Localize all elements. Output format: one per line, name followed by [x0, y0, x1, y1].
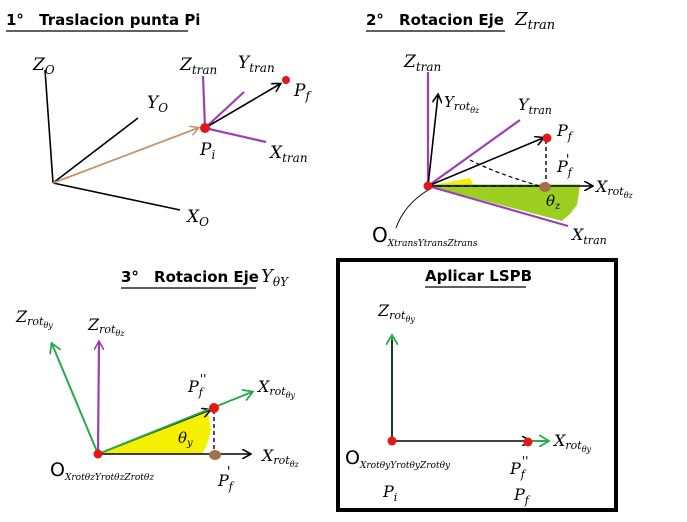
- pf2-label-3: Pf'': [187, 372, 206, 399]
- origin-label-4: OXrotθyYrotθyZrotθy: [345, 447, 451, 471]
- pi-point: [200, 123, 210, 133]
- pf-label: Pf: [293, 81, 312, 103]
- origin-point-3: [93, 449, 103, 459]
- xrot-y-label-3: Xrotθy: [256, 377, 296, 400]
- panel1-title: 1° Traslacion punta Pi: [6, 11, 200, 29]
- pf-label-4: Pf: [513, 485, 531, 507]
- panel-lspb: Aplicar LSPB Zrotθy Xrotθy OXrotθyYrotθy…: [336, 258, 618, 512]
- ytran-label-2: Ytran: [518, 95, 552, 117]
- y0-label: YO: [147, 93, 168, 115]
- xrot-y-axis-3: [97, 392, 252, 455]
- panel-translation: 1° Traslacion punta Pi ZO YO XO Ztran Yt…: [6, 11, 312, 229]
- theta-y-label: θy: [178, 429, 193, 449]
- yrot-z-axis: [427, 95, 438, 187]
- zrot-y-label-3: Zrotθy: [15, 307, 53, 330]
- panel-rotation-z: 2° Rotacion Eje Ztran Ztran Yrotθz Ytran…: [366, 9, 634, 249]
- pf-vector: [204, 84, 280, 129]
- z0-label: ZO: [32, 55, 55, 77]
- translation-vector: [52, 128, 198, 184]
- pf-label-2: Pf: [556, 121, 574, 143]
- origin-label-3: OXrotθzYrotθzZrotθz: [50, 459, 154, 483]
- ztran-label: Ztran: [179, 55, 217, 77]
- pf-vector-2: [427, 138, 543, 187]
- zrot-z-axis-3: [98, 342, 99, 455]
- ytran-axis: [204, 91, 245, 129]
- xtran-axis-2: [427, 184, 569, 228]
- pf2-point-3: [209, 403, 219, 413]
- yrot-z-label: Yrotθz: [444, 93, 480, 115]
- zrot-y-label-4: Zrotθy: [377, 301, 415, 324]
- panel1-num: 1°: [6, 11, 24, 29]
- x0-axis: [52, 182, 181, 211]
- ytran-label: Ytran: [238, 53, 275, 75]
- theta-z-label: θz: [546, 192, 561, 212]
- xtran-label: Xtran: [268, 143, 308, 165]
- alpha-wedge: [428, 178, 474, 186]
- pf1-point-2: [539, 182, 551, 192]
- pf-point-2: [542, 133, 552, 143]
- ztran-label-2: Ztran: [403, 52, 441, 74]
- pf1-point-3: [209, 450, 221, 460]
- xrot-z-label-3: Xrotθz: [260, 446, 300, 469]
- origin-point-2: [423, 181, 433, 191]
- theta-z-wedge: [428, 186, 580, 221]
- origin-pointer: [395, 189, 429, 229]
- ztran-axis: [201, 75, 207, 129]
- xtran-axis: [204, 126, 267, 144]
- panel2-title: 2° Rotacion Eje Ztran: [366, 9, 555, 33]
- ytran-axis-2: [427, 119, 521, 187]
- panel4-title: Aplicar LSPB: [425, 267, 532, 285]
- zrot-z-label-3: Zrotθz: [87, 315, 125, 338]
- z0-axis: [44, 69, 54, 184]
- panel1-title-text: Traslacion punta Pi: [39, 11, 200, 29]
- pf1-label-3: Pf': [217, 465, 235, 493]
- pf1-label-2: Pf': [556, 153, 574, 179]
- xrot-y-label-4: Xrotθy: [552, 431, 592, 454]
- pf-point-4: [523, 437, 533, 447]
- pi-label-4: Pi: [382, 482, 397, 504]
- lspb-frame: [336, 258, 618, 512]
- xtran-label-2: Xtran: [570, 225, 607, 247]
- pf2-label-4: Pf'': [509, 454, 528, 481]
- x0-label: XO: [185, 207, 209, 229]
- pf-point: [282, 76, 290, 84]
- origin-label-2: OXtransYtransZtrans: [372, 223, 478, 249]
- xrot-z-label: Xrotθz: [594, 177, 634, 200]
- y0-axis: [52, 117, 139, 184]
- pi-label: Pi: [199, 140, 215, 162]
- pi-point-4: [387, 436, 397, 446]
- zrot-y-axis-3: [52, 344, 99, 455]
- arc-dashed-2: [469, 159, 541, 187]
